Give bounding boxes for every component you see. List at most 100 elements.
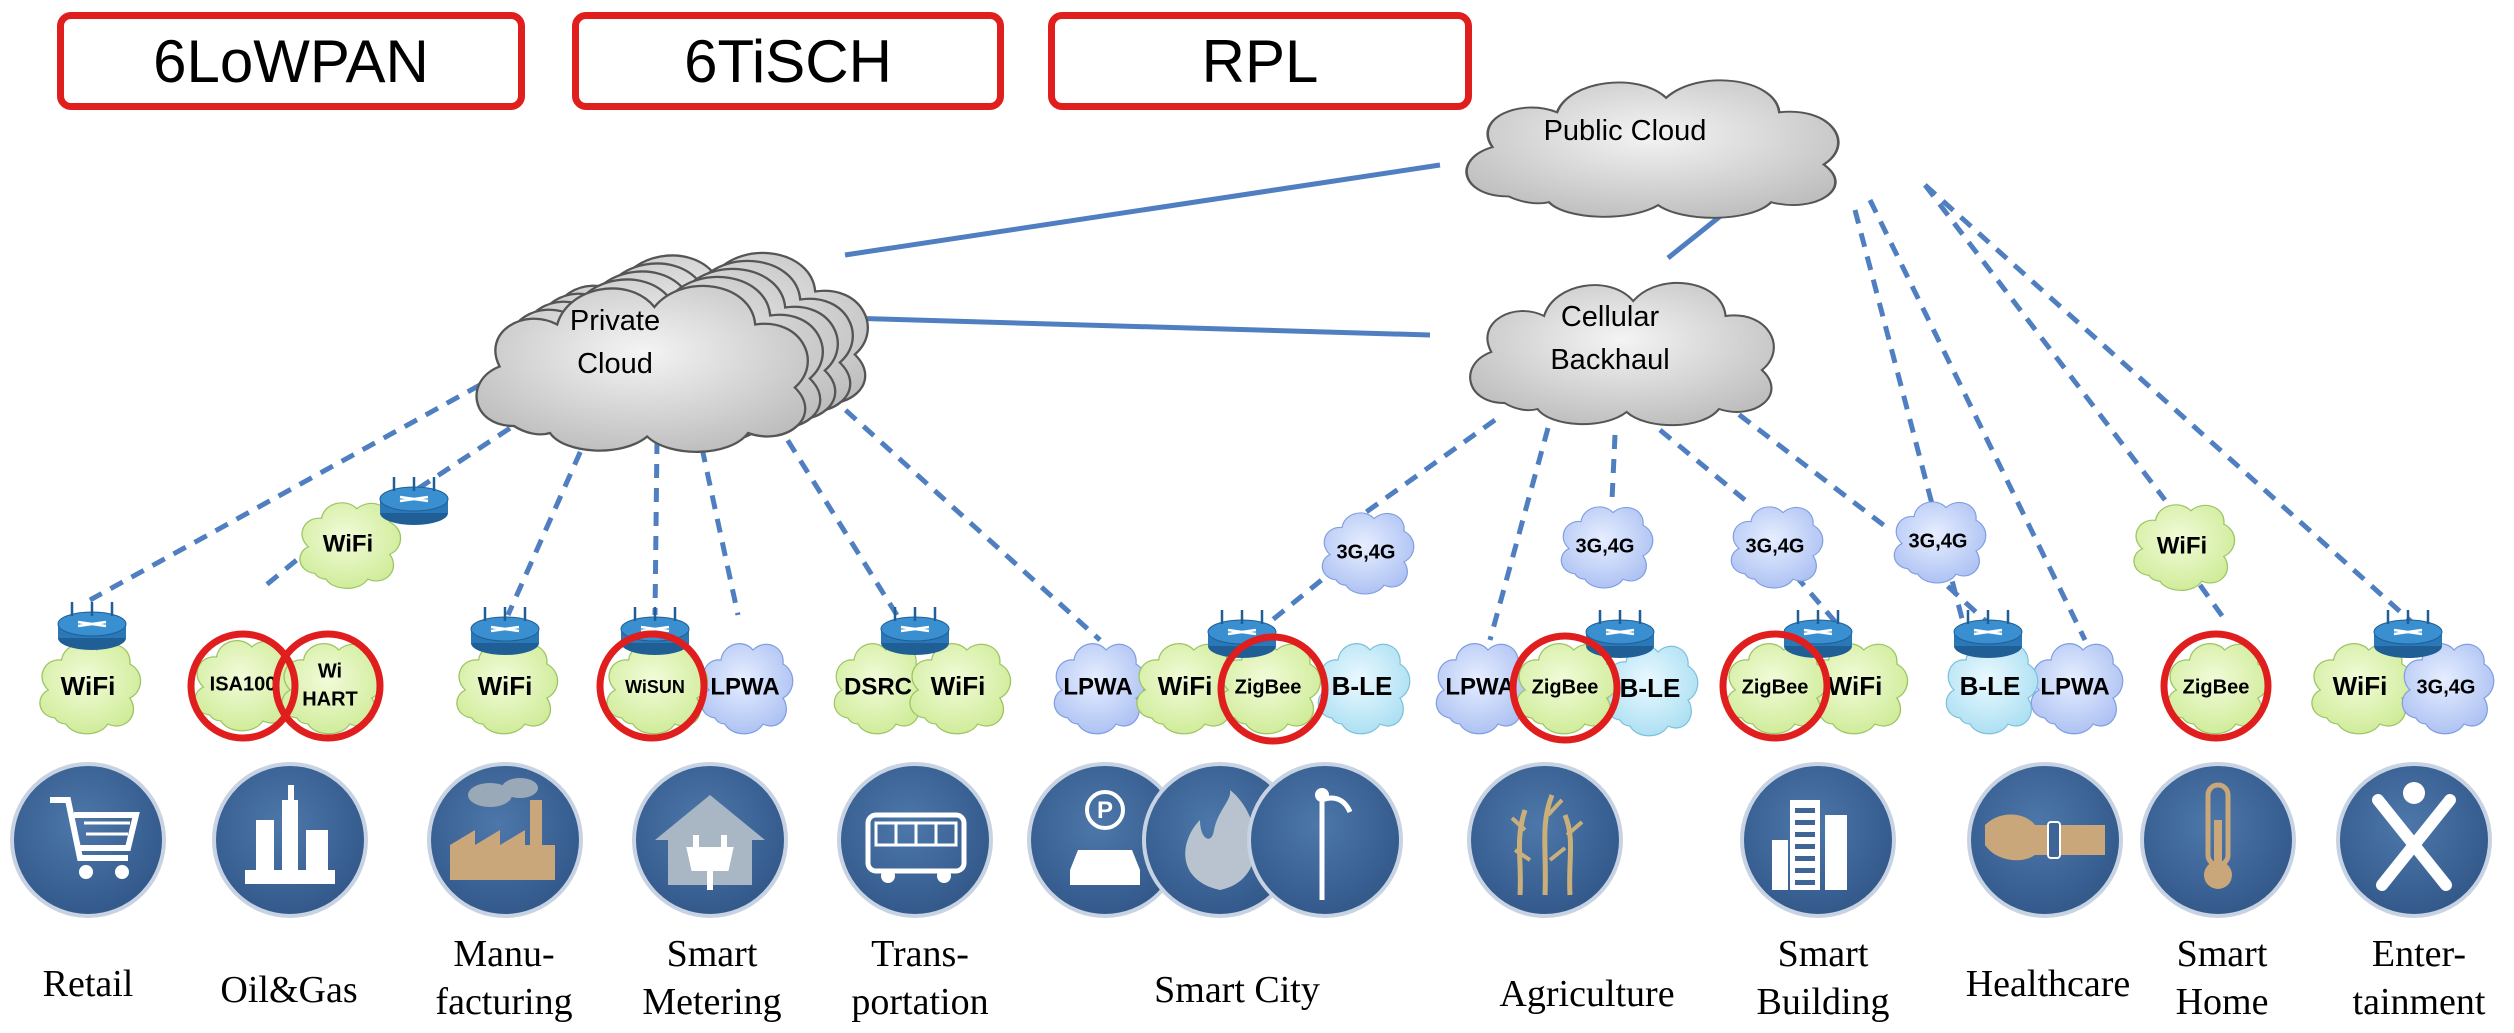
bubble-3g-health-label: 3G,4G xyxy=(1909,530,1968,552)
link-private-manufacturing xyxy=(505,428,593,617)
bubble-wifi-entertainment: WiFi xyxy=(2311,643,2414,735)
house-plug-icon xyxy=(632,762,788,918)
bubble-wifi-manufacturing: WiFi xyxy=(456,643,559,735)
link-home-wifi-zigbee xyxy=(2197,583,2228,622)
buildings-icon xyxy=(1740,762,1896,918)
bubble-wifi-oilgas-label: WiFi xyxy=(323,530,373,557)
private-cloud-label-line2: Cloud xyxy=(577,348,653,380)
bubble-3g-building-label: 3G,4G xyxy=(1746,535,1805,557)
bubble-zigbee-city-label: ZigBee xyxy=(1235,676,1302,698)
highlight-isa100 xyxy=(187,630,299,742)
bubble-ble-agri: B-LE xyxy=(1605,645,1699,737)
bubble-lpwa-metering: LPWA xyxy=(700,643,794,735)
bubble-ble-health: B-LE xyxy=(1945,643,2039,735)
router-transport xyxy=(880,607,950,655)
link-city-3g-router xyxy=(1258,563,1342,632)
bubble-lpwa-city-label: LPWA xyxy=(1063,673,1132,700)
bubble-zigbee-building-label: ZigBee xyxy=(1742,676,1809,698)
bubble-wifi-entertainment-label: WiFi xyxy=(2333,671,2388,701)
bubble-lpwa-city: LPWA xyxy=(1053,643,1147,735)
bubble-3g-entertainment: 3G,4G xyxy=(2401,643,2495,735)
links-layer xyxy=(88,162,2417,642)
public-cloud-label: Public Cloud xyxy=(1543,115,1707,147)
cellular-backhaul-label-line2: Backhaul xyxy=(1550,344,1670,376)
bubble-3g-agri: 3G,4G xyxy=(1560,506,1654,589)
link-public-home-wifi xyxy=(1923,183,2167,502)
link-private-city xyxy=(808,376,1102,642)
bubble-3g-city-label: 3G,4G xyxy=(1337,541,1396,563)
bubble-wihart-label-2: HART xyxy=(302,688,358,710)
private-cloud-label: Private Cloud xyxy=(515,300,715,386)
bubble-ble-city-label: B-LE xyxy=(1332,671,1393,701)
sector-label-retail: Retail xyxy=(42,963,134,1005)
bubble-ble-agri-label: B-LE xyxy=(1620,673,1681,703)
bubble-wifi-home: WiFi xyxy=(2133,504,2236,592)
street-lamp-icon xyxy=(1247,762,1403,918)
bubble-wifi-retail: WiFi xyxy=(39,643,142,735)
standard-6lowpan: 6LoWPAN xyxy=(57,12,525,110)
link-cell-building-3g xyxy=(1658,428,1747,502)
bubble-3g-city: 3G,4G xyxy=(1321,512,1415,595)
bubble-wifi-transport-label: WiFi xyxy=(931,671,986,701)
bubble-lpwa-agri: LPWA xyxy=(1435,643,1529,735)
bubble-3g-agri-label: 3G,4G xyxy=(1576,535,1635,557)
standard-6tisch: 6TiSCH xyxy=(572,12,1004,110)
bubble-zigbee-agri-label: ZigBee xyxy=(1532,676,1599,698)
link-building-3g-router xyxy=(1793,573,1840,627)
link-private-public xyxy=(844,162,1441,258)
link-private-metering xyxy=(652,439,660,616)
bubble-zigbee-home: ZigBee xyxy=(2167,643,2270,735)
private-cloud-label-line1: Private xyxy=(569,305,661,337)
bubble-3g-building: 3G,4G xyxy=(1730,506,1824,589)
router-health xyxy=(1953,610,2023,658)
sector-label-smart-city: Smart City xyxy=(1154,969,1320,1011)
bubble-wifi-building-label: WiFi xyxy=(1828,671,1883,701)
cart-icon xyxy=(10,762,166,918)
bus-icon xyxy=(837,762,993,918)
factory-icon xyxy=(427,762,583,918)
bubble-zigbee-agri: ZigBee xyxy=(1516,643,1619,735)
thermometer-icon xyxy=(2140,762,2296,918)
bubble-wifi-retail-label: WiFi xyxy=(61,671,116,701)
link-private-cellular xyxy=(844,315,1431,338)
bubble-zigbee-city: ZigBee xyxy=(1219,643,1322,735)
bubble-3g-health: 3G,4G xyxy=(1893,501,1987,584)
bubble-isa100: ISA100 xyxy=(194,640,297,732)
bubble-wifi-building: WiFi xyxy=(1806,643,1909,735)
sector-label-agriculture: Agriculture xyxy=(1499,973,1675,1015)
bubble-ble-city: B-LE xyxy=(1317,643,1411,735)
bubble-lpwa-health-label: LPWA xyxy=(2040,673,2109,700)
link-private-oil-wifi xyxy=(338,412,532,543)
bubble-wifi-city: WiFi xyxy=(1136,643,1239,735)
bubble-zigbee-building: ZigBee xyxy=(1726,643,1829,735)
router-manufacturing xyxy=(470,607,540,655)
highlight-zigbee-building xyxy=(1719,630,1831,742)
sector-label-oil-gas: Oil&Gas xyxy=(220,969,358,1011)
sector-label-manufacturing: Manu-facturing xyxy=(435,933,573,1023)
bubble-wifi-transport: WiFi xyxy=(909,643,1012,735)
router-retail xyxy=(57,602,127,650)
highlight-wisun xyxy=(596,630,708,742)
link-cell-agri-3g xyxy=(1609,434,1618,501)
bubble-zigbee-home-label: ZigBee xyxy=(2183,676,2250,698)
bubble-isa100-label: ISA100 xyxy=(210,673,277,695)
bubble-wisun-label: WiSUN xyxy=(625,677,685,697)
refinery-icon xyxy=(212,762,368,918)
router-entertainment xyxy=(2373,610,2443,658)
bubble-wifi-home-label: WiFi xyxy=(2157,532,2207,559)
parking-car-icon: P xyxy=(1027,762,1183,918)
bubble-wifi-city-label: WiFi xyxy=(1158,671,1213,701)
link-cell-health-3g xyxy=(1718,398,1892,532)
cellular-backhaul-label: Cellular Backhaul xyxy=(1500,296,1720,382)
bubble-wisun: WiSUN xyxy=(606,643,709,735)
sector-label-entertainment: Enter-tainment xyxy=(2352,933,2486,1023)
highlight-zigbee-agri xyxy=(1509,632,1621,744)
parking-glyph: P xyxy=(1097,797,1113,824)
bubble-lpwa-health: LPWA xyxy=(2030,643,2124,735)
